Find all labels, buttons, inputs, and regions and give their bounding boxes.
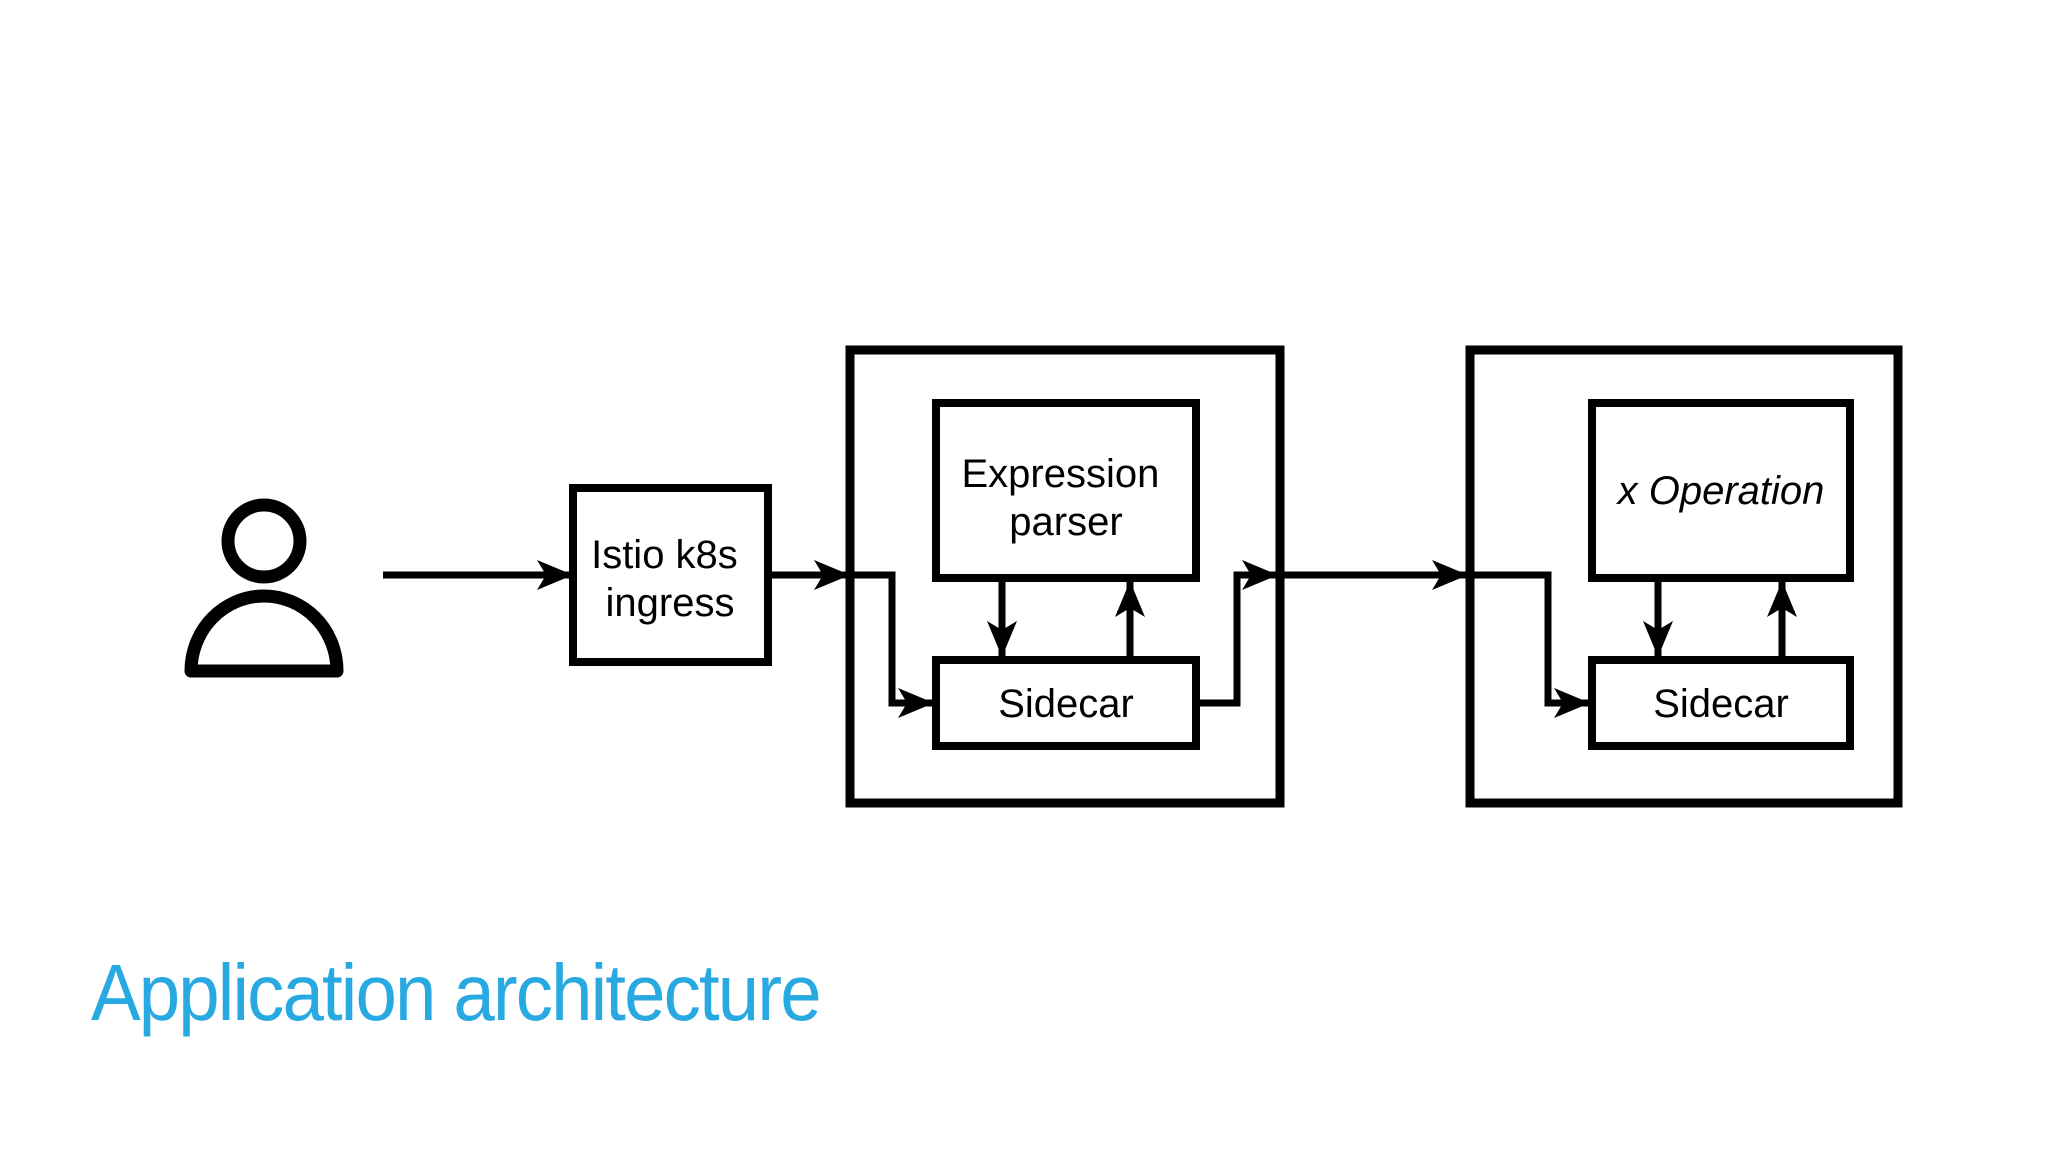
arrow-service2-entry-to-sidecar — [1470, 571, 1590, 718]
ingress-label-line1: Istio k8s — [591, 533, 738, 577]
sidecar-2-box — [1588, 656, 1854, 750]
user-icon-body — [184, 589, 344, 678]
arrow-service1-entry-to-sidecar — [850, 571, 934, 718]
sidecar-2-label: Sidecar — [1653, 682, 1789, 726]
x-operation-label: x Operation — [1616, 469, 1825, 513]
slide-title: Application architecture — [91, 948, 822, 1037]
parser-label-line1: Expression — [962, 452, 1160, 496]
parser-label-line2: parser — [1009, 500, 1122, 544]
expression-parser-label: Expression parser — [962, 452, 1171, 544]
ingress-label: Istio k8s ingress — [591, 533, 749, 625]
sidecar-1-box — [932, 656, 1200, 750]
user-icon-head — [221, 498, 307, 584]
expression-parser-box — [932, 399, 1200, 582]
arrow-sidecar1-exit — [1196, 560, 1278, 707]
sidecar-1-label: Sidecar — [998, 682, 1134, 726]
ingress-box — [569, 484, 772, 666]
ingress-label-line2: ingress — [606, 581, 735, 625]
x-operation-box — [1588, 399, 1854, 582]
user-icon — [184, 498, 344, 678]
